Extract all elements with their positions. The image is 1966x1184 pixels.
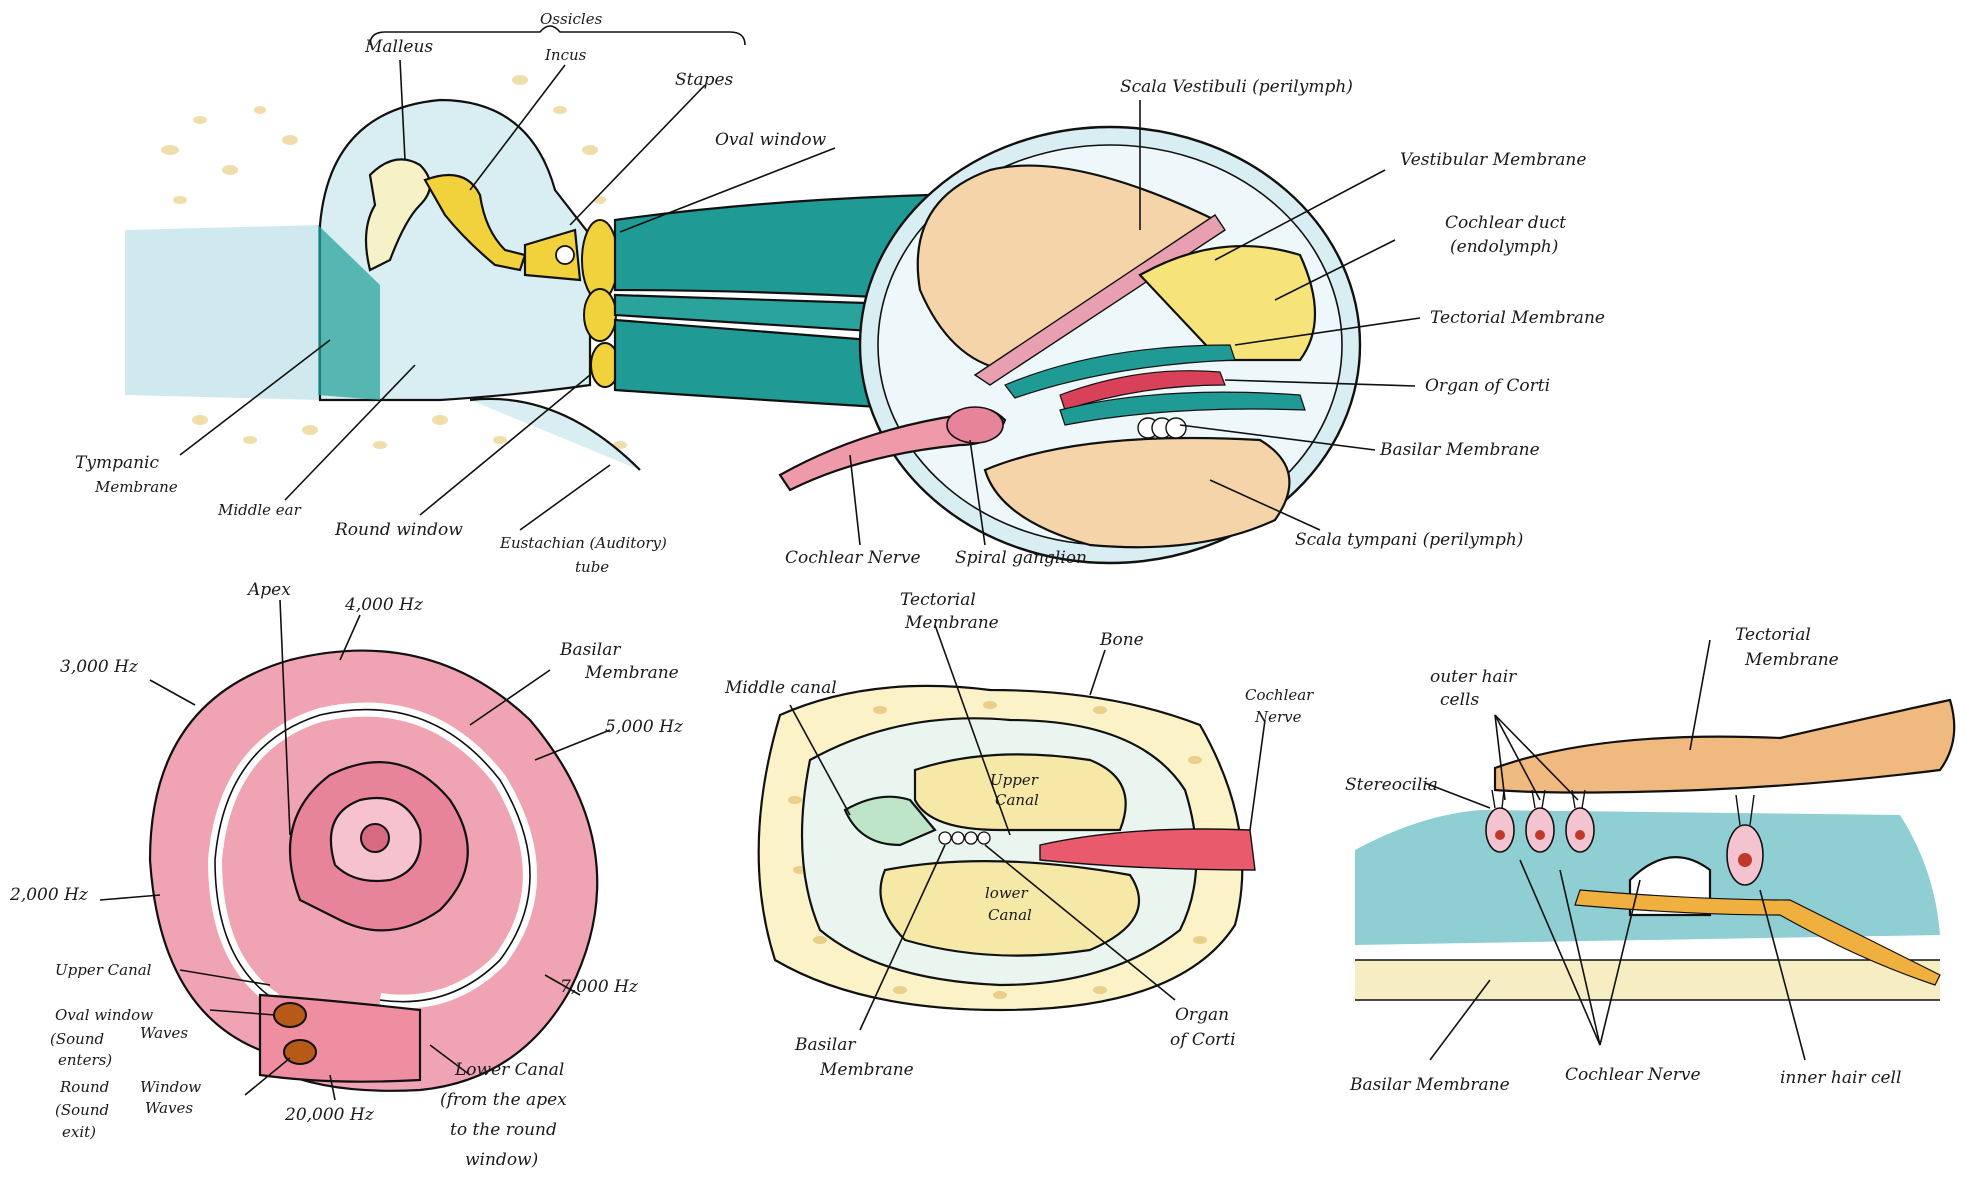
label-cochlear-duct-1: Cochlear duct xyxy=(1445,213,1566,233)
label-basilar-1: Basilar xyxy=(559,640,621,660)
oval-window-spot xyxy=(274,1003,306,1027)
label-waves-1: Waves xyxy=(140,1024,188,1042)
label-sec-basilar-2: Membrane xyxy=(819,1060,914,1080)
label-sec-upper-1: Upper xyxy=(990,771,1039,789)
label-sec-upper-2: Canal xyxy=(995,791,1039,809)
label-stapes: Stapes xyxy=(675,70,734,90)
label-upper-canal: Upper Canal xyxy=(55,961,152,979)
label-round: Round xyxy=(59,1078,109,1096)
label-sec-lower-2: Canal xyxy=(988,906,1032,924)
ear-canal xyxy=(125,225,320,400)
label-eustachian-2: tube xyxy=(575,558,609,576)
inner-hair-cell xyxy=(1727,825,1763,885)
label-stereocilia: Stereocilia xyxy=(1345,775,1438,795)
label-cochlear-duct-2: (endolymph) xyxy=(1450,237,1558,257)
label-sound-enters-2: enters) xyxy=(58,1051,112,1069)
ear-cross-section-diagram: Ossicles Malleus Incus Stapes Oval windo… xyxy=(75,10,1605,576)
label-spiral-ganglion: Spiral ganglion xyxy=(955,548,1087,568)
label-hair-basilar: Basilar Membrane xyxy=(1349,1075,1510,1095)
label-ossicles: Ossicles xyxy=(540,10,603,28)
label-scala-tympani: Scala tympani (perilymph) xyxy=(1295,530,1523,550)
label-sec-organ-1: Organ xyxy=(1175,1005,1229,1025)
label-sec-basilar-1: Basilar xyxy=(794,1035,856,1055)
label-sec-middle-canal: Middle canal xyxy=(724,678,837,698)
label-outer-hair-2: cells xyxy=(1440,690,1479,710)
label-oval-window: Oval window xyxy=(715,130,827,150)
label-eustachian-1: Eustachian (Auditory) xyxy=(499,534,667,552)
label-inner-hair-cell: inner hair cell xyxy=(1780,1068,1901,1088)
label-basilar-2: Membrane xyxy=(584,663,679,683)
label-cochlear-nerve: Cochlear Nerve xyxy=(785,548,921,568)
label-5000hz: 5,000 Hz xyxy=(605,717,684,737)
hair-cells-diagram: Tectorial Membrane outer hair cells Ster… xyxy=(1345,625,1954,1095)
label-incus: Incus xyxy=(544,46,587,64)
label-sec-nerve-2: Nerve xyxy=(1254,708,1302,726)
label-outer-hair-1: outer hair xyxy=(1430,667,1517,687)
label-hair-cochlear-nerve: Cochlear Nerve xyxy=(1565,1065,1701,1085)
outer-hair-cells xyxy=(1486,808,1594,852)
organ-of-corti xyxy=(1138,418,1186,438)
cochlea-section-diagram: Tectorial Membrane Bone Middle canal Coc… xyxy=(724,590,1314,1080)
round-window-spot xyxy=(284,1040,316,1064)
window-middle xyxy=(584,289,616,341)
label-oval-window: Oval window xyxy=(55,1006,153,1024)
stapes-footplate xyxy=(556,246,574,264)
label-sec-tectorial-1: Tectorial xyxy=(900,590,976,610)
label-3000hz: 3,000 Hz xyxy=(60,657,139,677)
label-hair-tectorial-2: Membrane xyxy=(1744,650,1839,670)
label-apex: Apex xyxy=(246,580,291,600)
label-tectorial-membrane: Tectorial Membrane xyxy=(1430,308,1605,328)
label-tympanic-1: Tympanic xyxy=(75,453,159,473)
label-20000hz: 20,000 Hz xyxy=(284,1105,375,1125)
label-middle-ear: Middle ear xyxy=(217,501,302,519)
label-7000hz: 7,000 Hz xyxy=(560,977,639,997)
label-vestibular-membrane: Vestibular Membrane xyxy=(1400,150,1586,170)
label-tympanic-2: Membrane xyxy=(94,478,178,496)
label-lower-canal-2: (from the apex xyxy=(440,1090,567,1110)
label-sec-organ-2: of Corti xyxy=(1170,1030,1236,1050)
eustachian-tube xyxy=(470,399,640,470)
label-scala-vestibuli: Scala Vestibuli (perilymph) xyxy=(1120,77,1353,97)
label-lower-canal-4: window) xyxy=(465,1150,538,1170)
hair-basilar-band xyxy=(1355,960,1940,1000)
label-waves-2: Waves xyxy=(145,1099,193,1117)
label-sec-lower-1: lower xyxy=(985,884,1029,902)
label-lower-canal-1: Lower Canal xyxy=(454,1060,564,1080)
label-lower-canal-3: to the round xyxy=(450,1120,557,1140)
hair-tectorial-membrane xyxy=(1495,700,1954,793)
cochlea-spiral-diagram: Apex 4,000 Hz 3,000 Hz Basilar Membrane … xyxy=(9,580,684,1170)
label-sec-bone: Bone xyxy=(1099,630,1144,650)
spiral-ganglion xyxy=(947,407,1003,443)
label-2000hz: 2,000 Hz xyxy=(9,885,89,905)
label-organ-of-corti: Organ of Corti xyxy=(1425,376,1550,396)
label-sound-exit-1: (Sound xyxy=(55,1101,109,1119)
label-sec-nerve-1: Cochlear xyxy=(1245,686,1314,704)
label-malleus: Malleus xyxy=(364,37,433,57)
label-round-window: Round window xyxy=(334,520,463,540)
spiral-apex xyxy=(361,824,389,852)
label-4000hz: 4,000 Hz xyxy=(344,595,424,615)
label-window-2: Window xyxy=(140,1078,201,1096)
label-sec-tectorial-2: Membrane xyxy=(904,613,999,633)
label-basilar-membrane: Basilar Membrane xyxy=(1379,440,1540,460)
label-sound-enters-1: (Sound xyxy=(50,1030,104,1048)
label-sound-exit-2: exit) xyxy=(62,1123,96,1141)
label-hair-tectorial-1: Tectorial xyxy=(1735,625,1811,645)
